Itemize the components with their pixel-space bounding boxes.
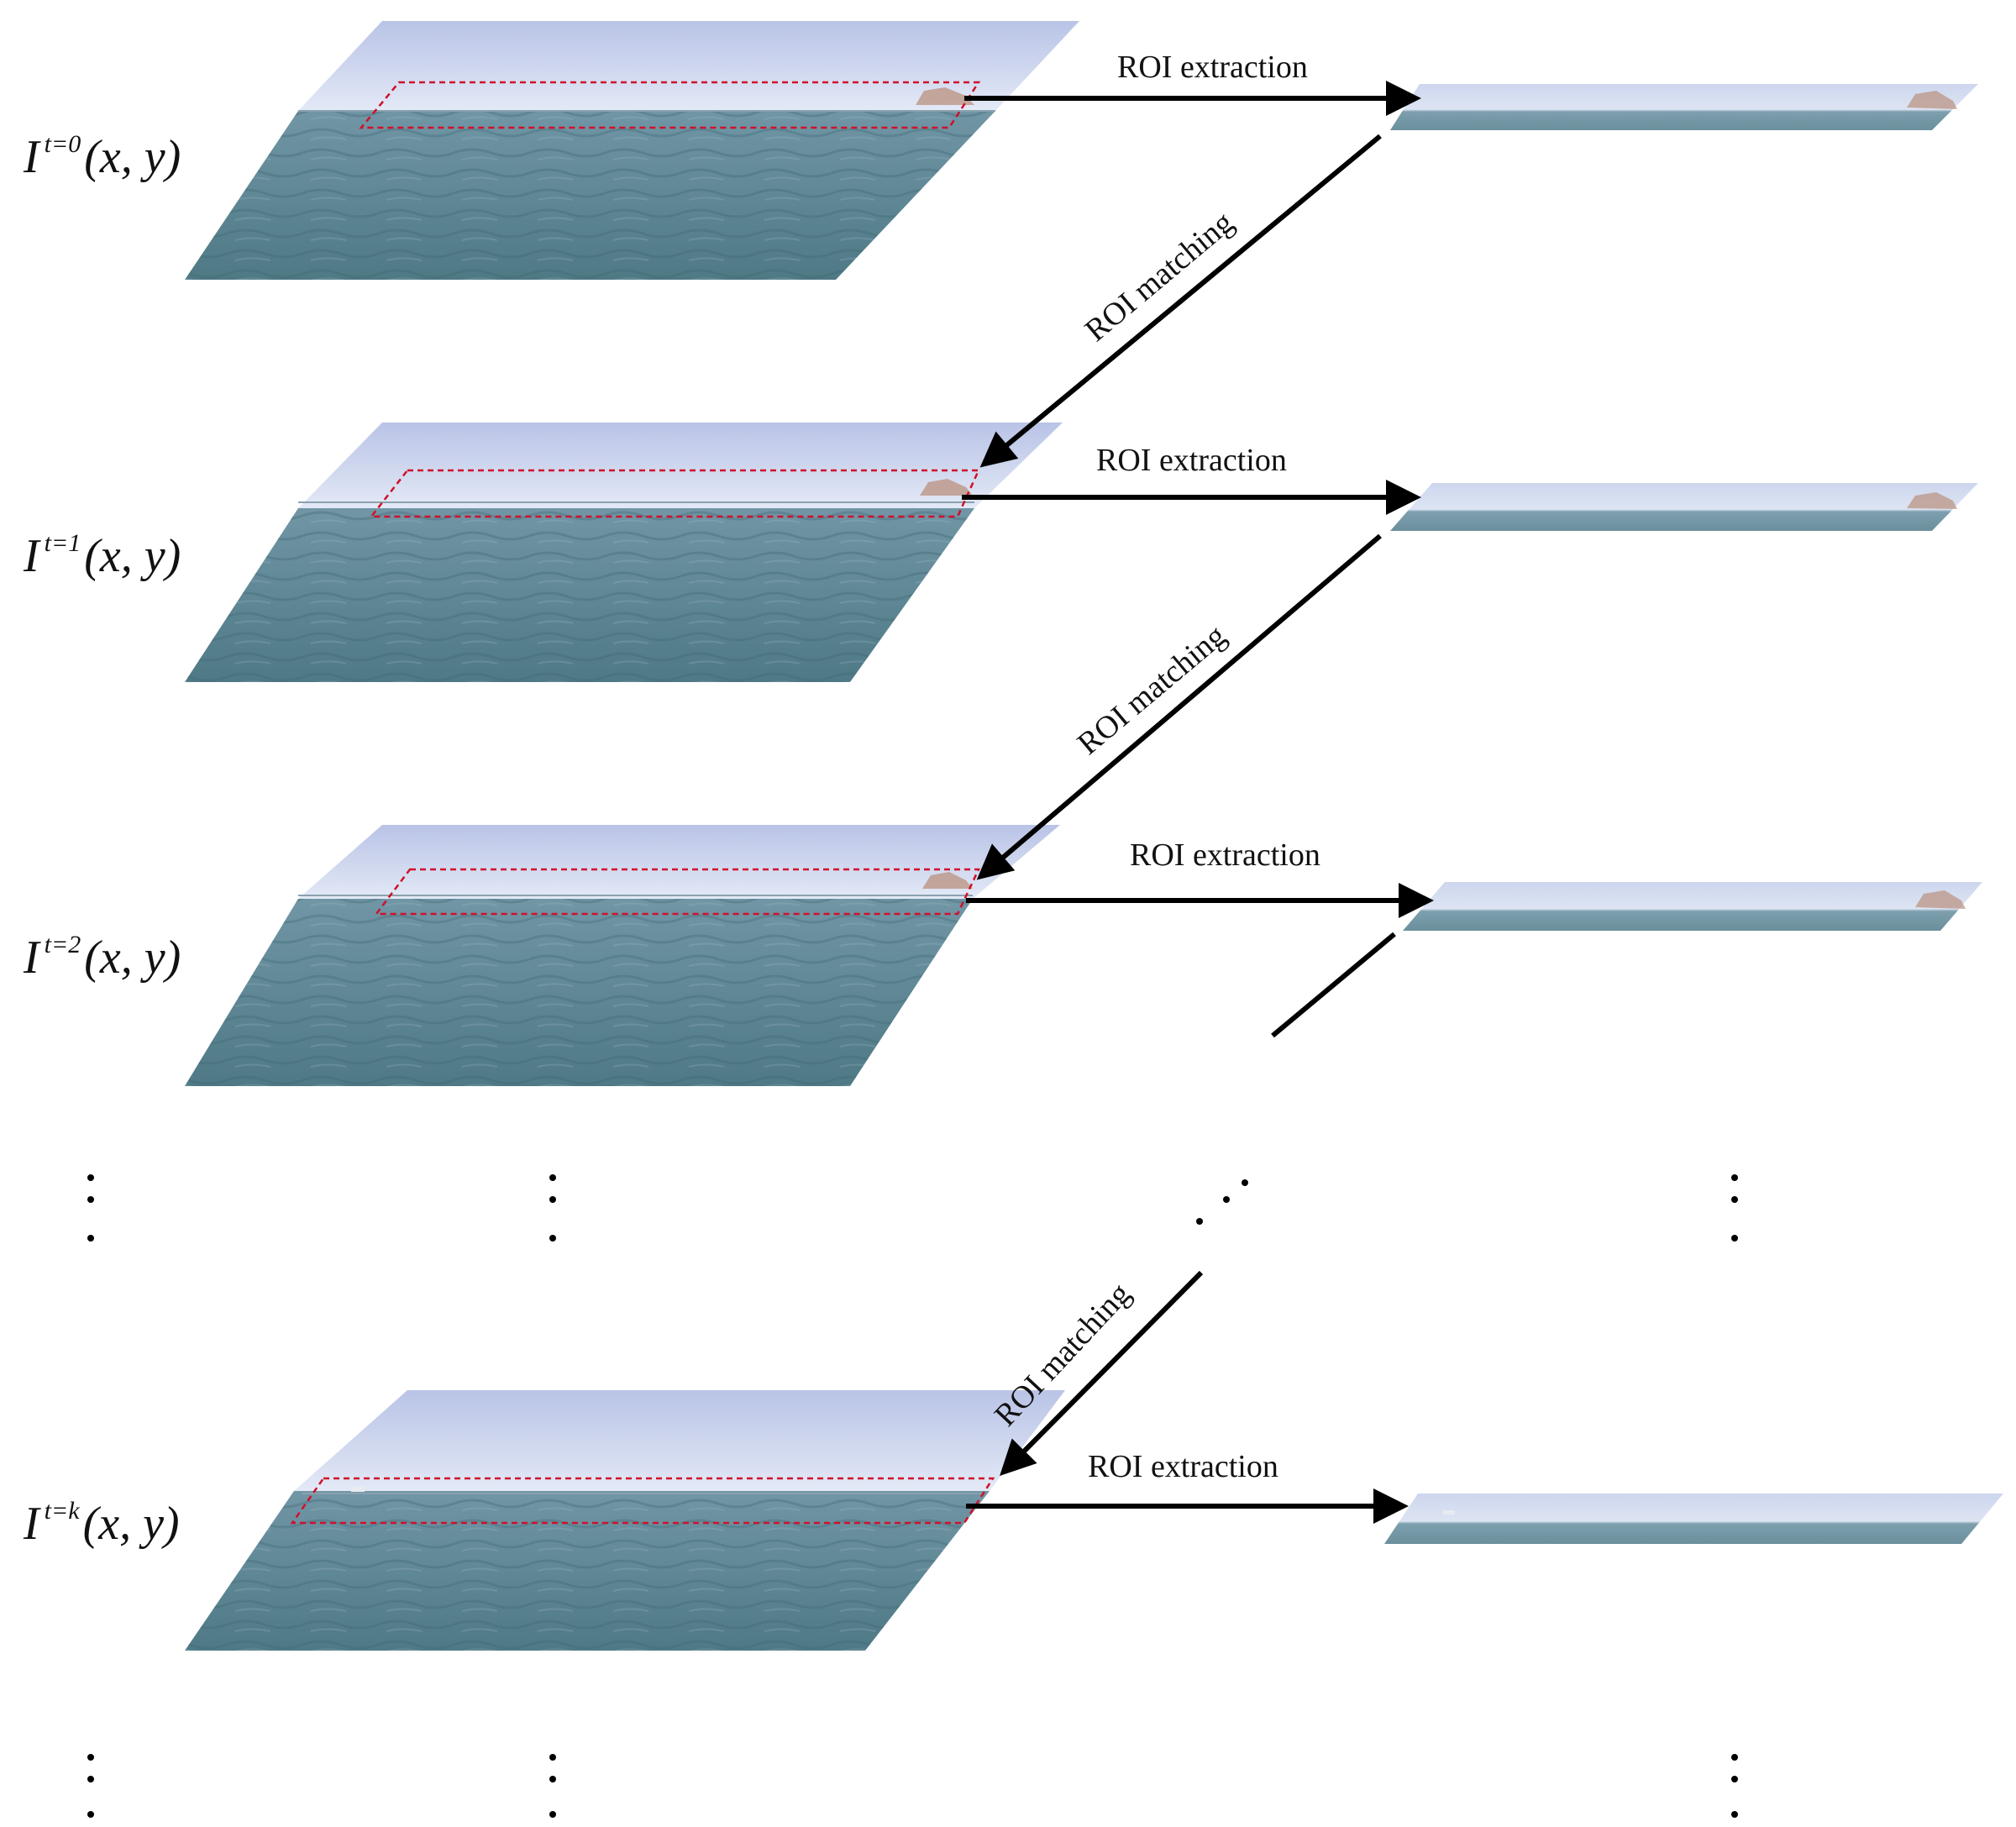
vertical-ellipsis-mid-1 xyxy=(549,1174,556,1242)
frame-t2-image xyxy=(185,825,1060,1086)
frame-t2-extraction-label: ROI extraction xyxy=(1130,837,1320,873)
frame-t2-roi-strip xyxy=(1403,882,1982,931)
frame-tk-roi-box xyxy=(290,1477,995,1525)
vertical-ellipsis-mid-2 xyxy=(549,1754,556,1818)
frame-tk-roi-strip xyxy=(1384,1494,2003,1544)
diagonal-ellipsis xyxy=(1196,1179,1248,1225)
vertical-ellipsis-right-2 xyxy=(1731,1754,1738,1818)
frame-tk-image xyxy=(185,1390,1065,1651)
frame-t2-roi-box xyxy=(374,868,980,916)
matching-arrow-0: ROI matching xyxy=(979,134,1382,468)
matching-label-1: ROI matching xyxy=(1071,618,1233,762)
frame-t0-roi-strip xyxy=(1390,84,1978,130)
frame-tk-extraction-label: ROI extraction xyxy=(1088,1449,1278,1484)
vertical-ellipsis-left-2 xyxy=(87,1754,94,1818)
frame-t1-extraction-label: ROI extraction xyxy=(1096,443,1287,478)
vertical-ellipsis-right-1 xyxy=(1731,1174,1738,1242)
vertical-ellipsis-left-1 xyxy=(87,1174,94,1242)
matching-arrow-1: ROI matching xyxy=(976,533,1382,880)
matching-arrow-2-start xyxy=(1271,932,1396,1038)
frame-t1-roi-strip xyxy=(1390,483,1978,531)
frame-t1-image xyxy=(185,423,1063,682)
matching-label-0: ROI matching xyxy=(1079,205,1241,349)
frame-t0-extraction-label: ROI extraction xyxy=(1117,50,1308,85)
frame-t0-image xyxy=(185,21,1079,280)
frame-t0-roi-box xyxy=(359,81,981,129)
